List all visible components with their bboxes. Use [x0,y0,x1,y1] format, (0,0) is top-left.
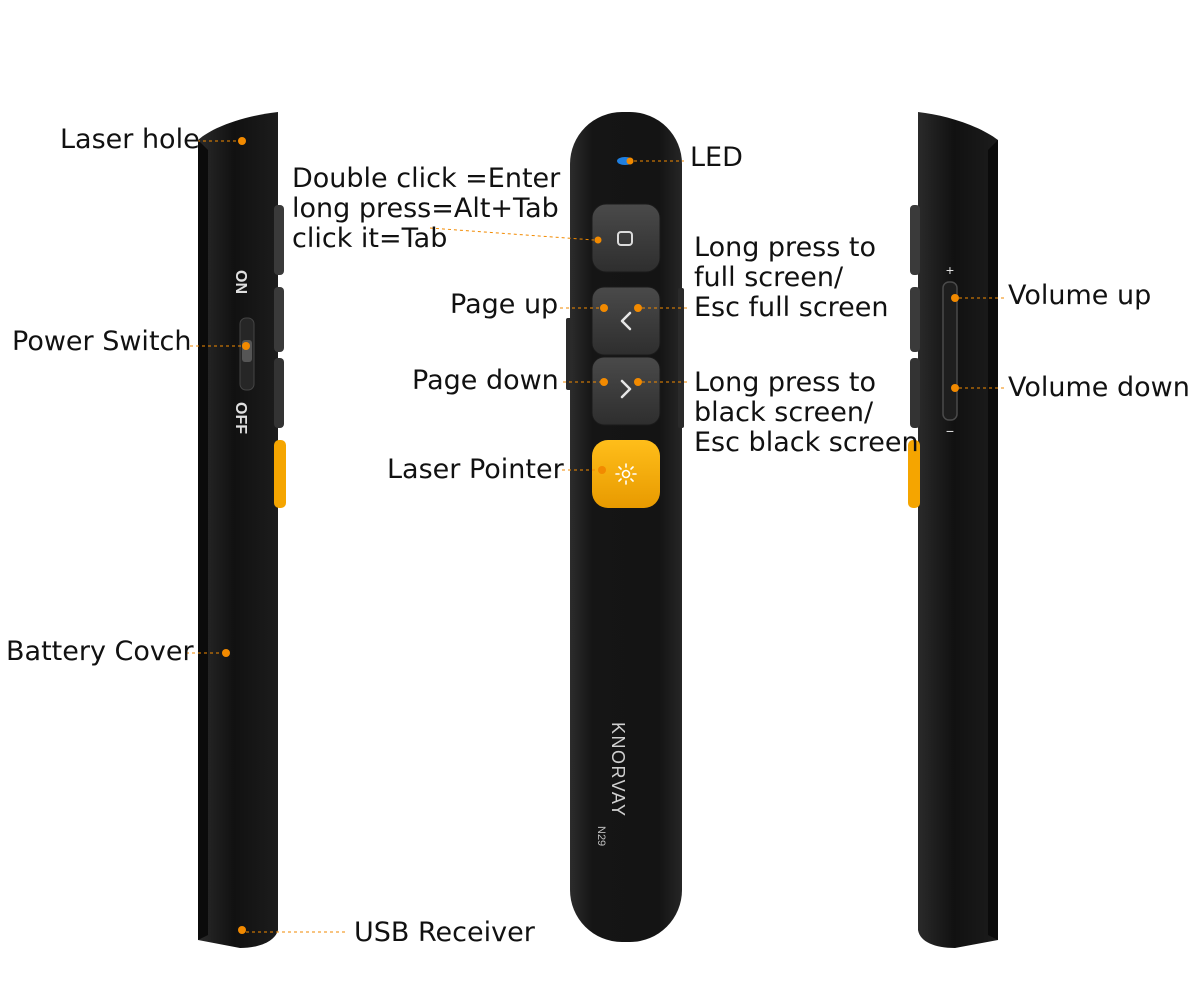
switch-on-label: ON [232,270,249,294]
page-down-dot-left [600,378,608,386]
power-switch-dot [242,342,250,350]
usb-receiver-dot [238,926,246,934]
chevron-left-icon [620,311,632,331]
label-laser-pointer: Laser Pointer [387,454,564,485]
left-side-button-2 [274,287,284,352]
label-page-up: Page up [450,289,559,320]
right-laser-button-side [908,440,920,508]
center-side-edge-left [566,318,572,390]
leader-lines [186,140,1005,933]
left-laser-button-side [274,440,286,508]
label-full-screen-line-3: Esc full screen [694,292,889,323]
label-black-screen-line-1: Long press to [694,367,876,398]
left-device: ON OFF [198,112,286,948]
right-device-body [918,112,998,948]
laser-pointer-button[interactable] [592,440,660,508]
label-black-screen-line-2: black screen/ [694,397,874,428]
left-side-button-1 [274,205,284,275]
label-center-button-line-1: Double click =Enter [292,163,561,194]
center-side-edge-right [678,288,684,428]
volume-rocker[interactable] [942,281,958,421]
page-up-dot-right [634,304,642,312]
page-down-dot-right [634,378,642,386]
plus-sign: + [946,262,954,278]
center-button-dot [594,236,602,244]
page-down-button[interactable] [591,356,661,426]
right-side-button-2 [910,287,920,352]
center-button-icon [617,231,633,246]
right-device-back-edge [988,140,998,940]
minus-sign: − [946,423,954,439]
chevron-right-icon [620,379,632,399]
label-full-screen-line-1: Long press to [694,232,876,263]
brand-logo: KNORVAY [608,722,628,818]
label-led: LED [690,142,743,173]
left-device-back-edge [198,140,208,940]
volume-down-dot [951,384,959,392]
label-black-screen: Long press to black screen/ Esc black sc… [694,368,919,458]
left-side-button-3 [274,358,284,428]
switch-off-label: OFF [232,402,249,434]
label-power-switch: Power Switch [12,326,192,357]
center-device: KNORVAY N29 [566,112,684,942]
laser-hole-dot [238,137,246,145]
label-center-button-line-3: click it=Tab [292,223,448,254]
label-usb-receiver: USB Receiver [354,917,535,948]
laser-pointer-dot [598,466,606,474]
label-page-down: Page down [412,365,559,396]
right-side-button-1 [910,205,920,275]
battery-cover-dot [222,649,230,657]
left-device-body [198,112,278,948]
label-battery-cover: Battery Cover [6,636,194,667]
led-dot [626,157,634,165]
page-up-button[interactable] [591,286,661,356]
label-full-screen: Long press to full screen/ Esc full scre… [694,233,889,323]
center-button[interactable] [591,203,661,273]
model-number: N29 [595,826,607,846]
page-up-dot-left [600,304,608,312]
label-center-button: Double click =Enter long press=Alt+Tab c… [292,164,560,254]
label-center-button-line-2: long press=Alt+Tab [292,193,559,224]
label-laser-hole: Laser hole [60,124,200,155]
volume-up-dot [951,294,959,302]
right-device: + − [908,112,998,948]
label-volume-down: Volume down [1008,372,1190,403]
label-volume-up: Volume up [1008,280,1152,311]
label-black-screen-line-3: Esc black screen [694,427,919,458]
right-side-button-3 [910,358,920,428]
label-full-screen-line-2: full screen/ [694,262,844,293]
laser-sun-icon [615,463,637,485]
